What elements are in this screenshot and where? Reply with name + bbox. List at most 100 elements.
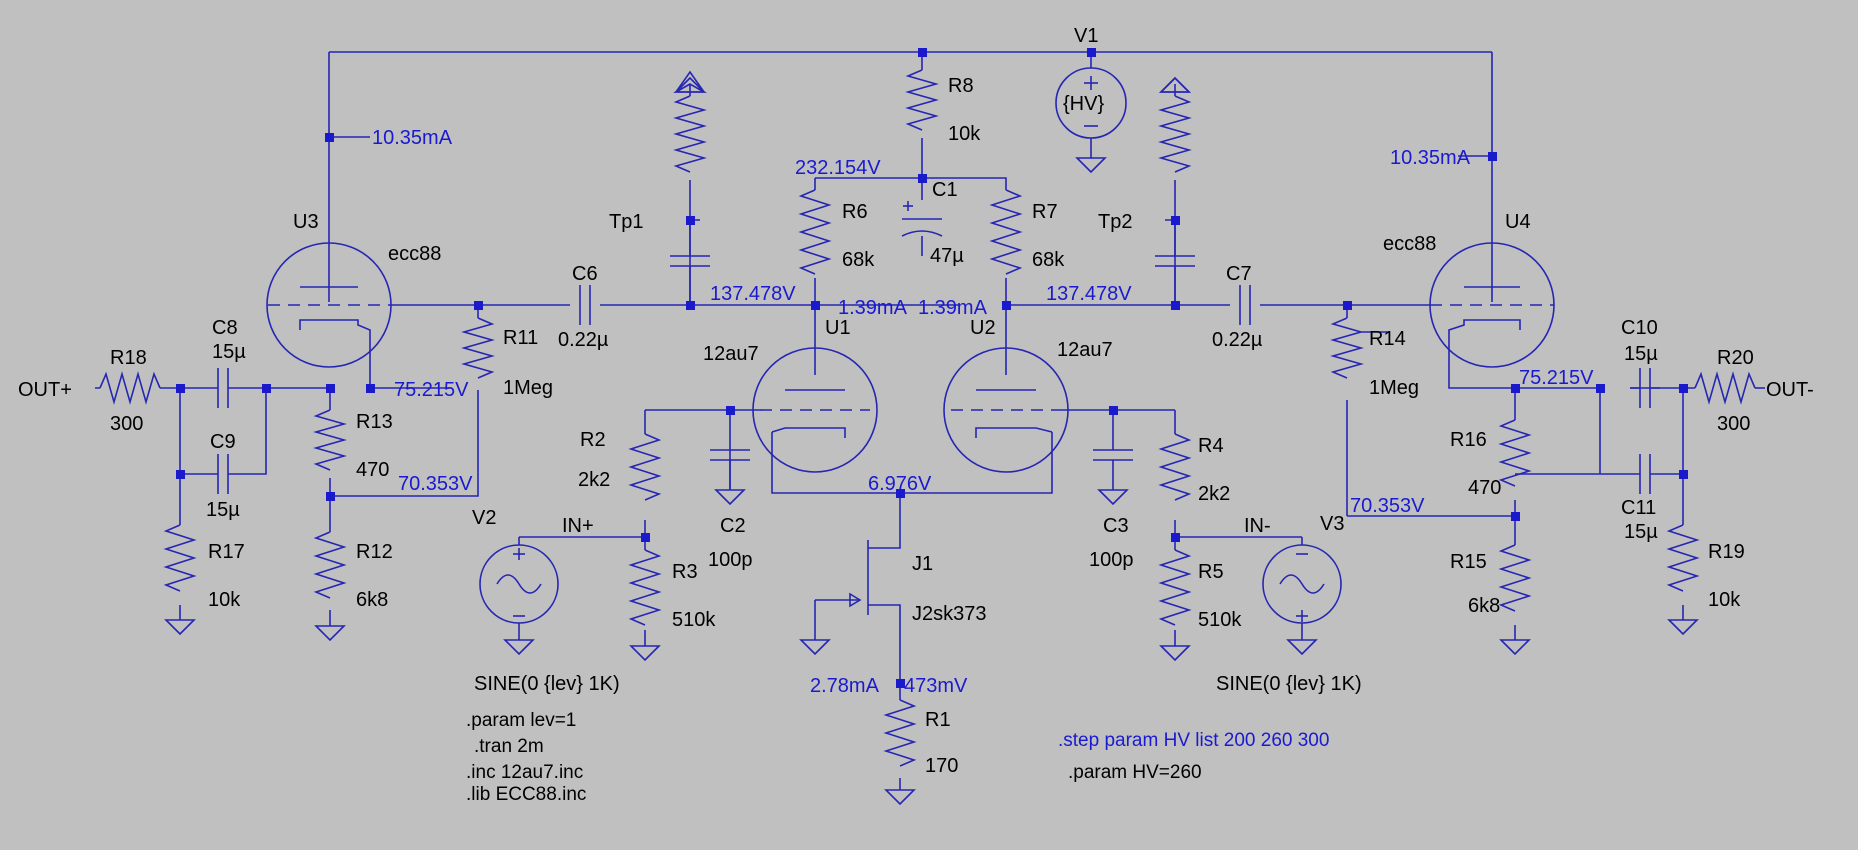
value-r4: 2k2 <box>1198 483 1230 505</box>
directive-inc: .inc 12au7.inc <box>466 762 583 783</box>
annot-v-cath-u3: 75.215V <box>394 379 469 401</box>
directive-lib: .lib ECC88.inc <box>466 784 586 805</box>
label-c11: C11 <box>1621 497 1656 519</box>
annot-i-u3: 10.35mA <box>372 127 453 149</box>
label-c7: C7 <box>1226 263 1252 285</box>
value-r15: 6k8 <box>1468 595 1500 617</box>
label-tp2: Tp2 <box>1098 211 1132 233</box>
label-c1: C1 <box>932 179 958 201</box>
capacitor-tp2 <box>1155 220 1195 305</box>
grounds <box>164 70 1699 806</box>
value-u1: 12au7 <box>703 343 759 365</box>
resistor-r3 <box>628 549 662 626</box>
tube-u3 <box>266 242 392 368</box>
label-v2: V2 <box>472 507 496 529</box>
value-u2: 12au7 <box>1057 339 1113 361</box>
net-in-minus: IN- <box>1244 515 1271 537</box>
label-c2: C2 <box>720 515 746 537</box>
label-c6: C6 <box>572 263 598 285</box>
value-r5: 510k <box>1198 609 1242 631</box>
label-r18: R18 <box>110 347 147 369</box>
label-tp1: Tp1 <box>609 211 643 233</box>
value-c10: 15µ <box>1624 343 1658 365</box>
ground-r1 <box>884 789 916 806</box>
value-r1: 170 <box>925 755 958 777</box>
annot-v-cath-u4: 75.215V <box>1519 367 1594 389</box>
net-out-minus: OUT- <box>1766 379 1814 401</box>
label-r12: R12 <box>356 541 393 563</box>
capacitor-c6 <box>579 285 591 325</box>
directive-step: .step param HV list 200 260 300 <box>1058 730 1329 751</box>
label-r13: R13 <box>356 411 393 433</box>
wires <box>95 51 1765 700</box>
ground-r5 <box>1159 645 1191 662</box>
label-r1: R1 <box>925 709 951 731</box>
tube-u2 <box>943 347 1069 473</box>
annot-i-u4: 10.35mA <box>1390 147 1471 169</box>
annot-i-u2: 1.39mA <box>918 297 988 319</box>
resistor-r11 <box>461 317 495 379</box>
resistor-r7 <box>989 189 1023 275</box>
label-r17: R17 <box>208 541 245 563</box>
label-r3: R3 <box>672 561 698 583</box>
resistor-r6 <box>798 189 832 275</box>
ground-c3 <box>1097 489 1129 506</box>
capacitor-c2 <box>710 449 750 490</box>
value-j1: J2sk373 <box>912 603 987 625</box>
resistor-r17 <box>163 524 197 592</box>
value-c2: 100p <box>708 549 753 571</box>
label-r6: R6 <box>842 201 868 223</box>
label-u2: U2 <box>970 317 996 339</box>
value-r16: 470 <box>1468 477 1501 499</box>
value-c7: 0.22µ <box>1212 329 1263 351</box>
value-v3: SINE(0 {lev} 1K) <box>1216 673 1362 695</box>
source-v2 <box>479 544 559 624</box>
value-r11: 1Meg <box>503 377 553 399</box>
ground-r15 <box>1499 639 1531 656</box>
annot-v-plate-left: 137.478V <box>710 283 796 305</box>
capacitor-c8 <box>210 368 240 408</box>
net-labels: OUT+ OUT- IN+ IN- <box>18 379 1814 537</box>
net-in-plus: IN+ <box>562 515 594 537</box>
value-c6: 0.22µ <box>558 329 609 351</box>
label-v1: V1 <box>1074 25 1098 47</box>
label-r8: R8 <box>948 75 974 97</box>
value-r14: 1Meg <box>1369 377 1419 399</box>
source-v3 <box>1262 544 1342 624</box>
annot-v-tail: 6.976V <box>868 473 932 495</box>
ground-v1 <box>1075 157 1107 174</box>
resistor-tp2 <box>1158 95 1192 173</box>
junctions <box>176 48 1688 688</box>
capacitor-tp1 <box>670 220 710 305</box>
ground-r17 <box>164 619 196 636</box>
value-r3: 510k <box>672 609 716 631</box>
net-out-plus: OUT+ <box>18 379 72 401</box>
value-c8: 15µ <box>212 341 246 363</box>
ground-v2 <box>503 639 535 656</box>
annot-v-j1-source: 473mV <box>904 675 968 697</box>
spice-directives: .param lev=1 .tran 2m .inc 12au7.inc .li… <box>466 710 1329 805</box>
resistor-r14 <box>1330 317 1389 379</box>
annot-v-bias-left: 70.353V <box>398 473 473 495</box>
ground-v3 <box>1286 639 1318 656</box>
label-r2: R2 <box>580 429 606 451</box>
value-c3: 100p <box>1089 549 1134 571</box>
resistor-r20 <box>1694 371 1756 405</box>
capacitor-c1 <box>901 201 943 237</box>
value-u4: ecc88 <box>1383 233 1436 255</box>
resistor-r4 <box>1158 433 1192 501</box>
label-c3: C3 <box>1103 515 1129 537</box>
label-v3: V3 <box>1320 513 1344 535</box>
tube-u4 <box>1429 242 1555 368</box>
value-r18: 300 <box>110 413 143 435</box>
resistor-r16 <box>1498 419 1532 487</box>
label-r15: R15 <box>1450 551 1487 573</box>
label-r4: R4 <box>1198 435 1224 457</box>
annot-v-bias-right: 70.353V <box>1350 495 1425 517</box>
value-c11: 15µ <box>1624 521 1658 543</box>
annot-i-u1: 1.39mA <box>838 297 908 319</box>
ground-j1 <box>799 639 831 656</box>
resistor-r19 <box>1666 524 1700 592</box>
directive-tran: .tran 2m <box>474 736 544 757</box>
